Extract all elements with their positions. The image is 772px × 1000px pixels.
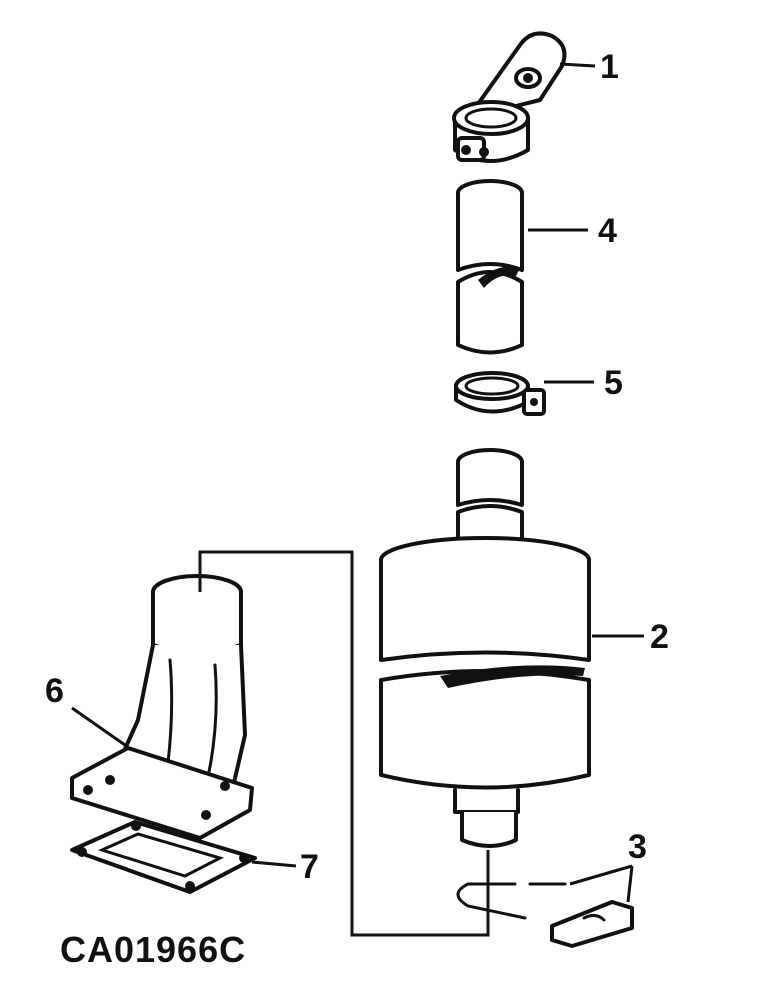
leader-7	[251, 860, 297, 868]
pipe-clamp-part	[454, 371, 546, 416]
leader-1	[559, 62, 596, 68]
leader-3	[569, 864, 634, 903]
callout-3: 3	[628, 828, 647, 866]
callout-4: 4	[598, 212, 617, 250]
gasket-part	[70, 820, 257, 894]
figure-id: CA01966C	[60, 929, 246, 970]
u-bolt-clamp-part	[456, 882, 634, 948]
muffler-part	[379, 448, 591, 848]
leader-6	[71, 706, 126, 747]
exhaust-elbow-part	[70, 574, 254, 840]
connection-line	[198, 550, 490, 937]
callout-2: 2	[650, 618, 669, 656]
callout-6: 6	[45, 672, 64, 710]
exhaust-pipe-part	[456, 179, 524, 355]
callout-5: 5	[604, 364, 623, 402]
rain-cap-part	[452, 31, 567, 163]
callout-7: 7	[300, 848, 319, 886]
callout-1: 1	[600, 48, 619, 86]
